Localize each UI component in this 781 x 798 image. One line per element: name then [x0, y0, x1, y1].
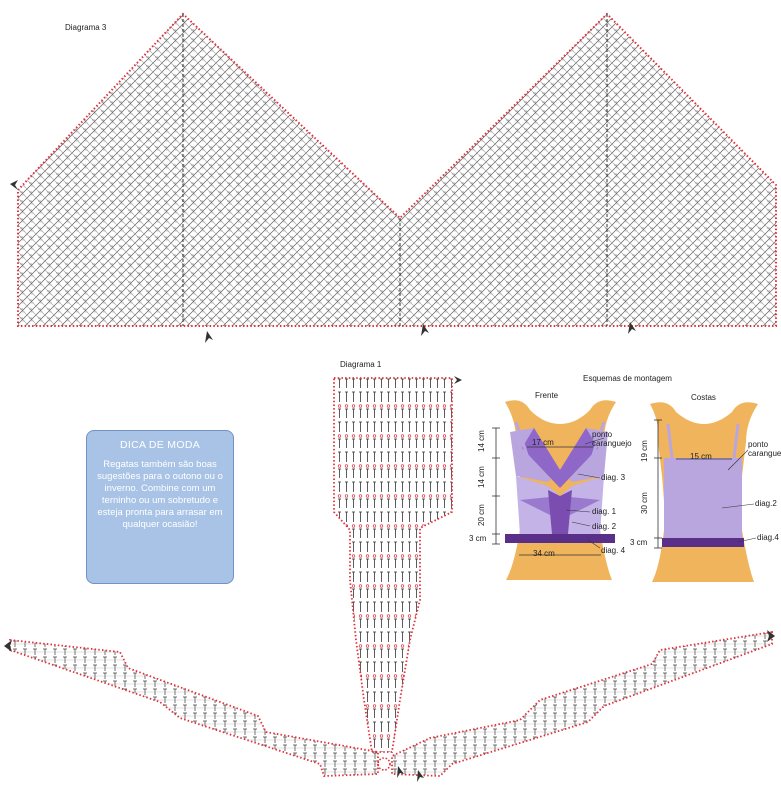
back-stitch-label: ponto caranguejo: [748, 440, 781, 458]
front-diag3-label: diag. 3: [601, 473, 626, 482]
front-stitch-label: ponto caranguejo: [592, 430, 632, 448]
start-arrow-icon: [767, 630, 775, 642]
back-height-1: 19 cm: [640, 440, 649, 462]
start-arrow-icon: [205, 331, 213, 343]
back-height-3: 3 cm: [630, 538, 648, 547]
start-arrow-icon: [397, 766, 404, 778]
front-diag2-label: diag. 2: [592, 522, 617, 531]
back-diag2-label: diag.2: [755, 499, 777, 508]
fashion-tip-body: Regatas também são boas sugestões para o…: [97, 459, 223, 530]
front-height-4: 3 cm: [469, 534, 487, 543]
start-arrow-icon: [628, 322, 636, 334]
back-top-width: 15 cm: [690, 452, 712, 461]
front-assembly-figure: [492, 400, 616, 580]
front-height-2: 14 cm: [477, 466, 486, 488]
back-diag4-label: diag.4: [757, 533, 779, 542]
diagram-1-label: Diagrama 1: [340, 360, 382, 369]
back-title: Costas: [691, 393, 716, 402]
back-height-2: 30 cm: [640, 492, 649, 514]
diagram-3-chart: [10, 12, 777, 343]
front-top-width: 17 cm: [532, 438, 554, 447]
front-diag4-label: diag. 4: [601, 546, 626, 555]
assembly-title: Esquemas de montagem: [583, 374, 672, 383]
start-arrow-icon: [10, 180, 18, 190]
front-title: Frente: [535, 391, 559, 400]
front-diag1-label: diag. 1: [592, 507, 617, 516]
back-assembly-figure: [650, 402, 758, 582]
start-arrow-icon: [417, 770, 424, 782]
diagram-1-chart: [4, 376, 775, 782]
start-arrow-icon: [421, 324, 429, 336]
fashion-tip-box: DICA DE MODA Regatas também são boas sug…: [86, 430, 234, 584]
diagram-3-label: Diagrama 3: [65, 23, 107, 32]
fashion-tip-title: DICA DE MODA: [119, 439, 201, 451]
start-arrow-icon: [4, 640, 12, 652]
start-arrow-icon: [454, 376, 462, 384]
front-height-3: 20 cm: [477, 504, 486, 526]
front-bottom-width: 34 cm: [533, 549, 555, 558]
front-height-1: 14 cm: [477, 430, 486, 452]
